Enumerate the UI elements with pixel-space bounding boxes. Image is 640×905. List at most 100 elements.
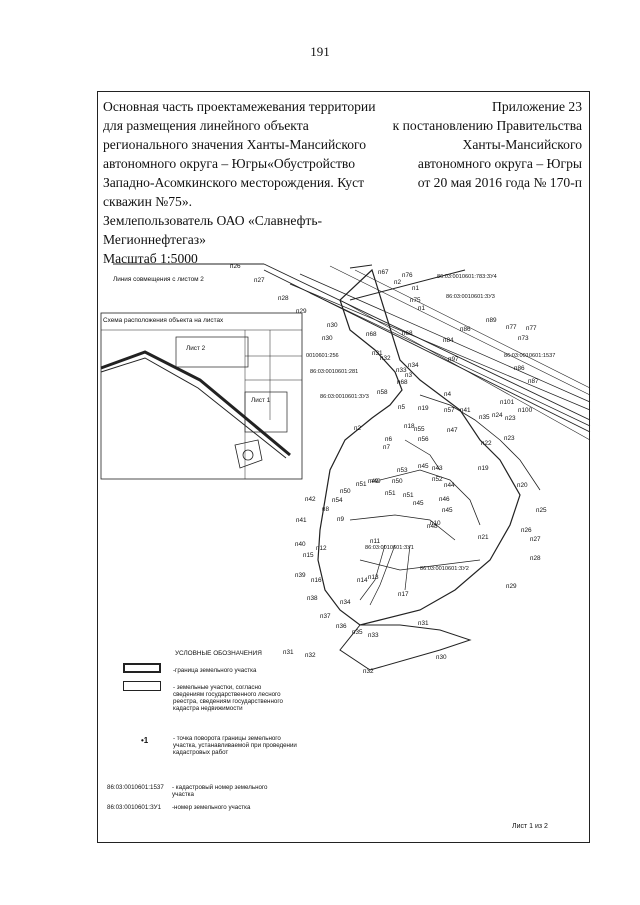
point-label: п5 — [398, 404, 405, 411]
point-label: 86:03:0010601:1537 — [504, 353, 555, 359]
point-label: п14 — [357, 577, 368, 584]
legend-bold-rect-symbol — [123, 663, 161, 673]
title-line: Западно-Асомкинского месторождения. Куст — [103, 175, 365, 190]
appendix-line: Ханты-Мансийского — [462, 137, 582, 152]
point-label: п6 — [385, 436, 392, 443]
point-label: п54 — [332, 497, 343, 504]
point-label: п23 — [505, 415, 516, 422]
point-label: п73 — [518, 335, 529, 342]
point-label: п57 — [444, 407, 455, 414]
point-label: п24 — [492, 412, 503, 419]
point-label: п45 — [413, 500, 424, 507]
point-label: п31 — [283, 649, 294, 656]
title-line: Основная часть проектамежевания территор… — [103, 99, 376, 114]
point-labels-top: п67 п76 п75 п77 п73 п77 п89 п86 п84 п86 … — [322, 269, 539, 414]
drawing-frame — [97, 91, 590, 843]
point-label: п34 — [340, 599, 351, 606]
point-label: п30 — [322, 335, 333, 342]
land-user-line: Землепользователь ОАО «Славнефть- — [103, 213, 323, 228]
land-user-line: Мегионнефтегаз» — [103, 232, 206, 247]
point-label: п41 — [460, 407, 471, 414]
sheet-label: Лист 1 из 2 — [512, 823, 548, 830]
point-label: п13 — [368, 574, 379, 581]
point-label: п46 — [439, 496, 450, 503]
legend-code-marker: 86:03:0010601:ЗУ1 — [107, 804, 162, 811]
point-label: 86:03:0010601:783:ЗУ4 — [437, 274, 497, 280]
inset-sheet2: Лист 2 — [186, 345, 206, 352]
point-labels-right: п18 п19 п20 п21 п22 п23 п24 п25 п26 п27 … — [363, 412, 547, 675]
point-label: п10 — [430, 520, 441, 527]
point-label: 86:03:0010601:ЗУ2 — [420, 566, 469, 572]
point-label: п28 — [278, 295, 289, 302]
point-label: п51 — [385, 490, 396, 497]
point-label: п32 — [305, 652, 316, 659]
point-label: 86:03:0010601:281 — [310, 369, 358, 375]
legend-text: -номер земельного участка — [172, 804, 251, 811]
point-label: п40 — [295, 541, 306, 548]
point-label: п35 — [352, 629, 363, 636]
legend-title: УСЛОВНЫЕ ОБОЗНАЧЕНИЯ — [175, 650, 262, 657]
point-label: п50 — [340, 488, 351, 495]
point-label: п34 — [408, 362, 419, 369]
point-label: п101 — [500, 399, 515, 406]
point-label: п30 — [436, 654, 447, 661]
point-label: п56 — [418, 436, 429, 443]
point-label: п55 — [414, 426, 425, 433]
point-label: п15 — [303, 552, 314, 559]
point-labels-mid: п1 п2 п45 п53 п46 п51 п45 п52 п44 п43 п4… — [332, 279, 516, 530]
point-label: п19 — [418, 405, 429, 412]
point-label: 86:03:0010601:ЗУ3 — [446, 294, 495, 300]
legend-thin-rect-symbol — [123, 681, 161, 691]
point-label: п22 — [481, 440, 492, 447]
point-label: п26 — [521, 527, 532, 534]
inset-sheet1: Лист 1 — [251, 397, 271, 404]
appendix-line: от 20 мая 2016 года № 170-п — [417, 175, 582, 190]
point-label: п41 — [296, 517, 307, 524]
legend-dot-marker: •1 — [141, 736, 149, 745]
title-line: автономного округа – Югры«Обустройство — [103, 156, 356, 171]
point-label: п11 — [370, 538, 381, 545]
point-label: п89 — [486, 317, 497, 324]
parcel-boundary — [317, 268, 541, 671]
scale-line: Масштаб 1:5000 — [103, 251, 198, 266]
point-label: п36 — [336, 623, 347, 630]
point-label: п87 — [528, 378, 539, 385]
point-label: п2 — [394, 279, 401, 286]
point-label: п84 — [443, 337, 454, 344]
inset-title: Схема расположения объекта на листах — [103, 316, 224, 324]
page-number: 191 — [310, 44, 330, 59]
cadastral-labels: 86:03:0010601:783:ЗУ4 86:03:0010601:ЗУ3 … — [306, 274, 555, 572]
appendix-line: Приложение 23 — [492, 99, 582, 114]
title-line: для размещения линейного объекта — [103, 118, 309, 133]
point-label: п12 — [316, 545, 327, 552]
point-label: п30 — [327, 322, 338, 329]
point-label: п35 — [479, 414, 490, 421]
point-label: п27 — [254, 277, 265, 284]
point-label: 86:03:0010601:ЗУ3 — [320, 394, 369, 400]
point-label: п42 — [305, 496, 316, 503]
point-label: п100 — [518, 407, 533, 414]
point-label: п68 — [366, 331, 377, 338]
point-label: п86 — [514, 365, 525, 372]
point-label: п53 — [397, 467, 408, 474]
point-label: п86 — [460, 326, 471, 333]
point-label: п4 — [444, 391, 451, 398]
point-label: п48 — [427, 523, 438, 530]
point-label: п50 — [392, 478, 403, 485]
point-label: п52 — [432, 476, 443, 483]
point-label: п9 — [337, 516, 344, 523]
point-label: п37 — [320, 613, 331, 620]
point-label: п32 — [363, 668, 374, 675]
point-label: п20 — [517, 482, 528, 489]
point-label: п67 — [378, 269, 389, 276]
point-label: п47 — [447, 427, 458, 434]
point-label: п33 — [396, 367, 407, 374]
point-label: п76 — [402, 272, 413, 279]
point-label: п31 — [418, 620, 429, 627]
point-label: п77 — [506, 324, 517, 331]
legend-text: - кадастровый номер земельного участка — [172, 784, 268, 798]
point-labels: п26 п27 п28 п29 п30 п31 п32 п33 п34 п35 … — [230, 263, 451, 659]
point-label: п38 — [307, 595, 318, 602]
point-label: п7 — [383, 444, 390, 451]
